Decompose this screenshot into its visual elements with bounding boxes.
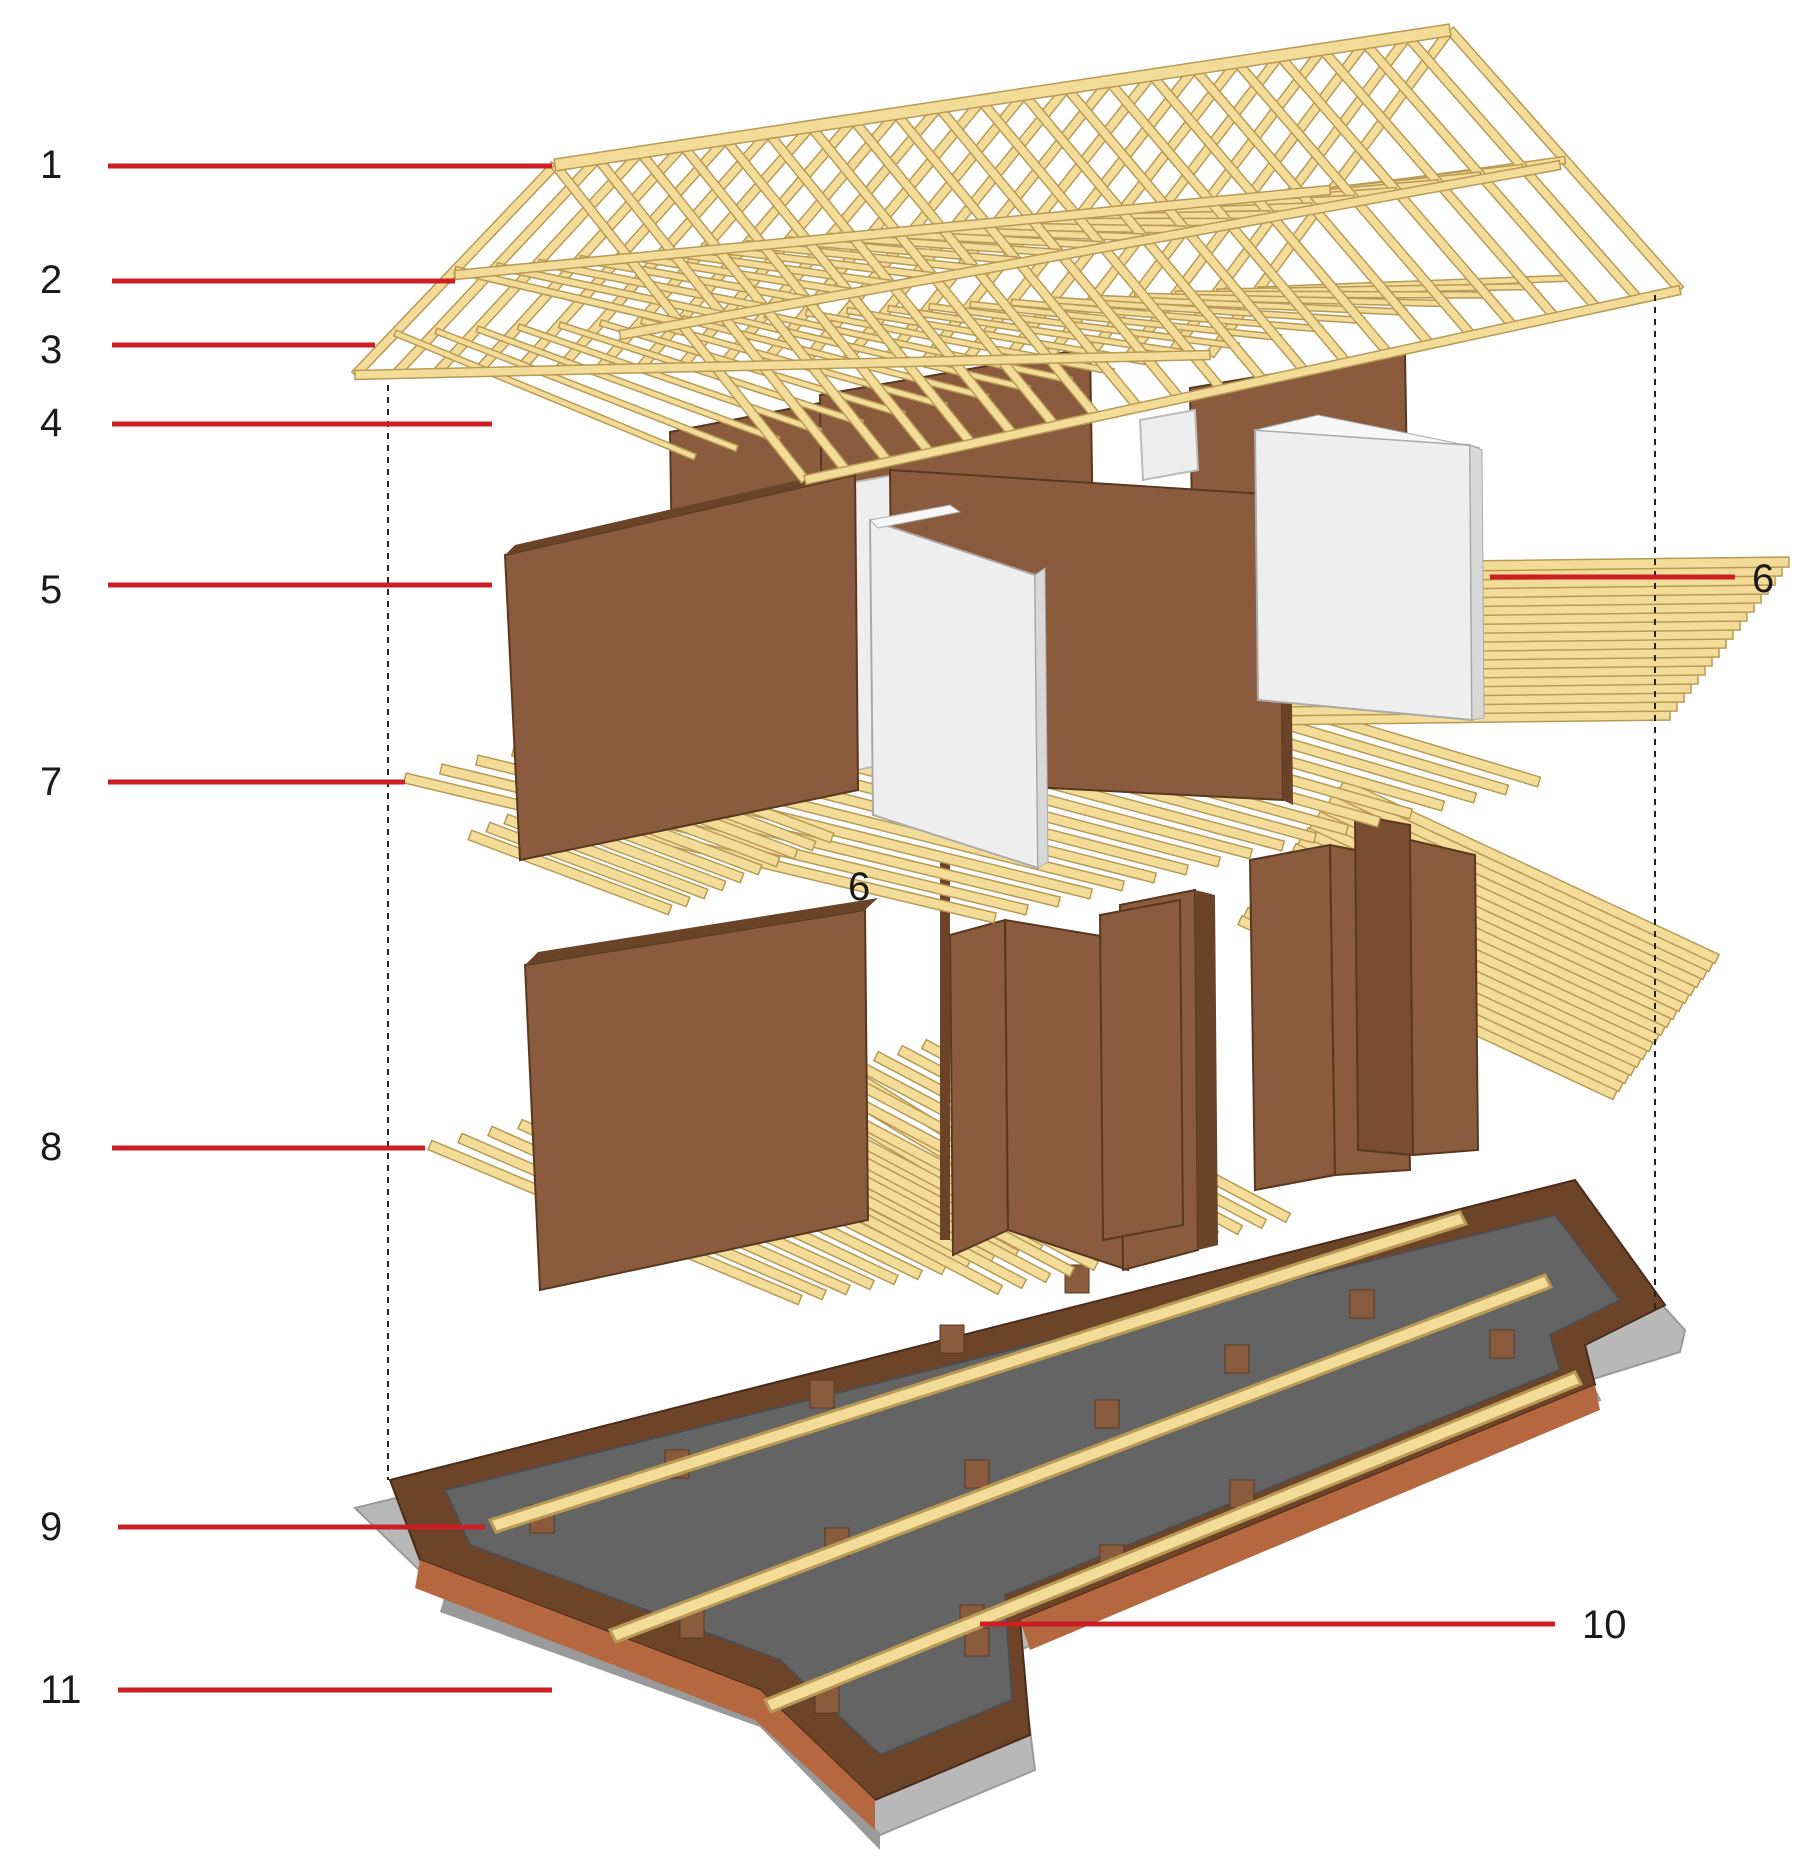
roof-trusses: [350, 23, 1685, 486]
dashed-guide-lines: [387, 295, 1656, 1480]
ridge-beam: [553, 23, 1452, 172]
callout-2: 2: [40, 258, 62, 302]
ground-floor-walls: [523, 813, 1480, 1292]
eave-beam: [803, 284, 1682, 486]
callout-10: 10: [1582, 1603, 1627, 1647]
truss-web: [475, 325, 781, 444]
truss-web: [434, 327, 739, 453]
gypsum-boards: [868, 414, 1485, 870]
callout-6-center: 6: [848, 865, 870, 909]
callout-5: 5: [40, 568, 62, 612]
callout-6-right: 6: [1752, 557, 1774, 601]
callout-8: 8: [40, 1125, 62, 1169]
callout-11: 11: [40, 1668, 82, 1712]
callout-1: 1: [40, 143, 62, 187]
purlin: [453, 184, 1332, 281]
sill-beams: [487, 1210, 1584, 1714]
callout-7: 7: [40, 760, 62, 804]
eave-beam: [354, 349, 1211, 381]
callout-4: 4: [40, 401, 62, 445]
callout-3: 3: [40, 328, 62, 372]
callout-9: 9: [40, 1505, 62, 1549]
truss-web: [680, 314, 990, 402]
callout-leaders: [108, 163, 1735, 1693]
callout-numbers: 1 2 3 4 5 6 6 7 8 9 10 11: [40, 143, 1774, 1712]
purlin: [618, 159, 1562, 341]
truss-web: [392, 329, 698, 461]
